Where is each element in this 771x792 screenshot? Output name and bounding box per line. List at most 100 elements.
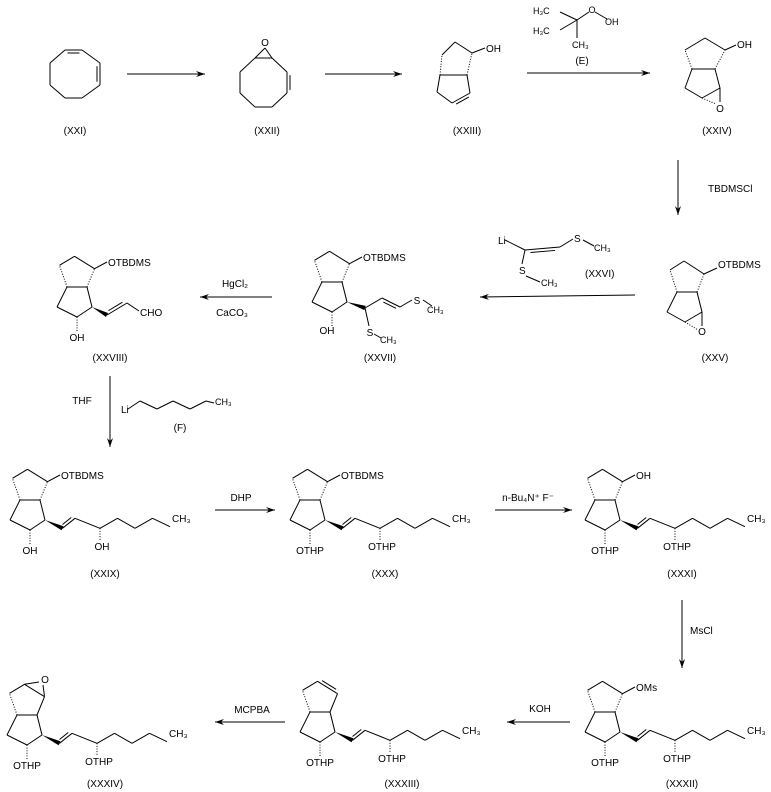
bond <box>422 299 433 307</box>
compound-label-xxxiii: (XXXIII) <box>384 779 419 790</box>
bond <box>604 731 621 743</box>
bond <box>584 519 606 531</box>
compound-label-xxi: (XXI) <box>64 126 87 137</box>
atom-otbdms: OTBDMS <box>341 471 384 482</box>
bond <box>349 256 363 265</box>
bond <box>56 306 78 318</box>
atom-ch3: CH₃ <box>541 278 558 288</box>
bond <box>24 681 40 685</box>
bond <box>289 519 311 531</box>
bond <box>602 468 623 483</box>
atom-ch3: CH₃ <box>215 397 232 407</box>
hashed-bond <box>587 478 596 501</box>
wedge-bond <box>335 732 354 743</box>
wedge-bond <box>347 302 366 311</box>
bond <box>649 729 676 741</box>
double-bond <box>455 96 469 105</box>
hashed-bond <box>302 690 311 713</box>
bond <box>309 519 326 531</box>
bond <box>373 333 382 339</box>
double-bond <box>524 246 561 251</box>
bond <box>504 239 526 251</box>
atom-othp: OTHP <box>591 546 619 557</box>
bond <box>254 47 266 59</box>
hashed-bond <box>714 49 726 70</box>
bond <box>441 41 456 56</box>
compound-label-xxvii: (XXVII) <box>364 353 396 364</box>
bond <box>471 47 486 54</box>
bond <box>584 499 596 521</box>
condition-mscl: MsCl <box>690 626 713 637</box>
bond <box>714 68 721 89</box>
atom-ch3: CH₃ <box>172 514 191 525</box>
atom-oh: OH <box>95 542 110 553</box>
bond <box>703 267 718 275</box>
bond <box>559 11 578 21</box>
bond <box>604 519 621 531</box>
atom-otbdms: OTBDMS <box>718 260 761 271</box>
reagent-label-f: (F) <box>174 423 187 434</box>
bond <box>614 499 621 521</box>
atom-othp: OTHP <box>663 542 691 553</box>
wedge-bond <box>620 732 639 743</box>
atom-ch3: CH₃ <box>169 729 188 740</box>
bond <box>683 260 705 275</box>
double-bond <box>451 92 471 104</box>
bond <box>99 517 118 529</box>
atom-ch3: CH₃ <box>427 305 444 315</box>
bond <box>27 468 48 483</box>
compound-label-xxxiv: (XXXIV) <box>87 779 123 790</box>
bond <box>602 680 623 695</box>
bond <box>584 731 606 743</box>
bond <box>432 517 451 528</box>
bond <box>56 286 68 308</box>
bond <box>9 683 25 694</box>
atom-othp: OTHP <box>85 757 113 768</box>
bond <box>674 517 693 529</box>
bond <box>397 517 416 529</box>
hashed-bond <box>314 260 323 283</box>
bond <box>131 732 150 744</box>
double-bond <box>352 729 362 737</box>
bond <box>559 19 578 31</box>
atom-oh: OH <box>605 17 619 27</box>
atom-ch3: CH₃ <box>462 726 481 737</box>
double-bond <box>637 729 647 737</box>
double-bond <box>530 249 556 254</box>
bond-layer <box>6 11 746 759</box>
hashed-bond <box>59 265 68 288</box>
atom-o: O <box>698 327 706 338</box>
bond <box>684 68 693 89</box>
bond <box>29 519 46 531</box>
bond <box>584 711 596 733</box>
bond <box>127 400 141 410</box>
condition-thf: THF <box>72 396 91 407</box>
atom-ch3: CH₃ <box>747 726 766 737</box>
bond <box>74 255 95 270</box>
atom-ch3: CH₃ <box>572 40 589 50</box>
bond <box>156 400 174 410</box>
bond <box>407 729 426 741</box>
bond <box>302 680 318 691</box>
bond <box>49 84 66 99</box>
hashed-bond <box>684 321 699 331</box>
bond <box>436 74 441 93</box>
double-bond <box>106 302 128 316</box>
compound-label-xxv: (XXV) <box>702 353 729 364</box>
bond <box>704 37 726 51</box>
double-bond <box>62 517 76 529</box>
double-bond <box>62 517 72 525</box>
bond <box>6 734 28 746</box>
bond <box>12 468 28 479</box>
atom-h3c: H₃C <box>533 26 550 36</box>
bond <box>364 729 391 741</box>
bond <box>622 474 636 483</box>
condition-tbdmscl: TBDMSCl <box>708 184 752 195</box>
bond <box>684 37 706 51</box>
atom-h3c: H₃C <box>533 6 550 16</box>
bond <box>39 499 46 521</box>
bond <box>622 686 636 695</box>
hashed-bond <box>439 54 443 76</box>
double-bond <box>637 517 647 525</box>
bond <box>74 517 101 529</box>
